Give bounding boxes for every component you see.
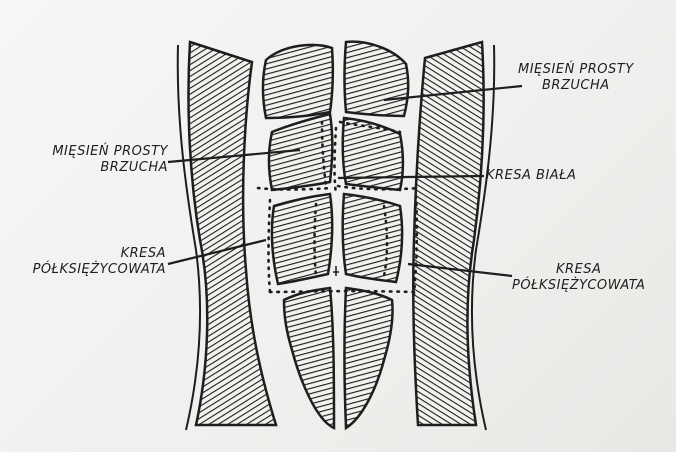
rectus-segment-left-3 bbox=[272, 194, 332, 284]
label-semilunar-right: KRESA PÓŁKSIĘŻYCOWATA bbox=[512, 262, 645, 294]
rectus-segment-left-4 bbox=[284, 288, 334, 428]
label-line: PÓŁKSIĘŻYCOWATA bbox=[14, 262, 166, 278]
right-oblique-muscle bbox=[413, 42, 483, 425]
rectus-segment-right-3 bbox=[343, 194, 402, 282]
label-linea-alba: KRESA BIAŁA bbox=[486, 168, 576, 184]
rectus-segment-right-1 bbox=[345, 42, 409, 116]
label-semilunar-left: KRESA PÓŁKSIĘŻYCOWATA bbox=[14, 246, 166, 278]
label-line: MIĘSIEŃ PROSTY bbox=[36, 144, 168, 160]
label-line: KRESA BIAŁA bbox=[486, 168, 576, 184]
navel-mark bbox=[333, 266, 339, 276]
label-line: PÓŁKSIĘŻYCOWATA bbox=[512, 278, 645, 294]
label-line: MIĘSIEŃ PROSTY bbox=[518, 62, 634, 78]
label-rectus-top-right: MIĘSIEŃ PROSTY BRZUCHA bbox=[518, 62, 634, 94]
label-line: BRZUCHA bbox=[518, 78, 634, 94]
rectus-segment-right-4 bbox=[345, 288, 393, 428]
rectus-segment-left-1 bbox=[263, 45, 333, 118]
label-line: KRESA bbox=[14, 246, 166, 262]
label-rectus-mid-left: MIĘSIEŃ PROSTY BRZUCHA bbox=[36, 144, 168, 176]
label-line: BRZUCHA bbox=[36, 160, 168, 176]
rectus-segment-right-2 bbox=[343, 118, 403, 190]
label-line: KRESA bbox=[512, 262, 645, 278]
